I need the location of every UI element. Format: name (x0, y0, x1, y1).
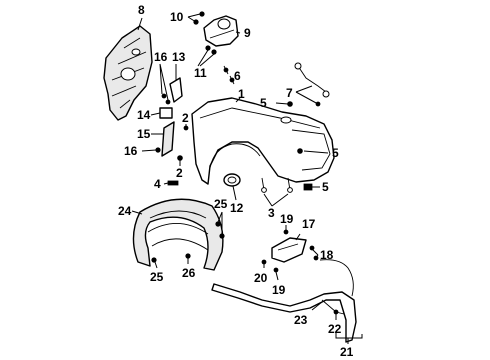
callout-3: 3 (268, 206, 275, 220)
callout-14: 14 (137, 108, 151, 122)
leader-21 (335, 332, 363, 344)
callout-8: 8 (138, 3, 145, 17)
callout-19-upper: 19 (280, 212, 294, 226)
leader-25a (217, 211, 223, 234)
leader-17 (295, 233, 301, 241)
callout-7: 7 (286, 86, 293, 100)
callout-4: 4 (154, 177, 161, 191)
rocker-molding (211, 259, 357, 343)
callout-12: 12 (230, 201, 244, 215)
molding-15 (161, 121, 175, 157)
leader-1 (235, 97, 241, 103)
leader-4 (163, 182, 169, 185)
leader-8 (137, 17, 143, 31)
callout-13: 13 (172, 50, 186, 64)
callout-21: 21 (340, 345, 354, 359)
leader-14 (150, 112, 161, 116)
leader-7 (295, 85, 319, 105)
rivet-16-lower (155, 147, 161, 153)
screw-25 (151, 221, 225, 263)
callout-1: 1 (238, 87, 245, 101)
callout-11: 11 (194, 66, 207, 80)
clip-6 (223, 65, 235, 85)
callout-25-lower: 25 (150, 270, 164, 284)
wheelhouse-liner (132, 198, 224, 271)
callout-18: 18 (320, 248, 334, 262)
callout-5-mid: 5 (332, 146, 339, 160)
callout-23: 23 (294, 313, 308, 327)
bracket-13 (169, 77, 183, 103)
callout-2-upper: 2 (182, 111, 189, 125)
callout-6: 6 (234, 69, 241, 83)
callout-26: 26 (182, 266, 196, 280)
leader-5b (303, 150, 329, 154)
callout-9: 9 (244, 26, 251, 40)
leader-11 (197, 49, 215, 67)
grommet-12 (223, 173, 241, 187)
front-fender (191, 97, 335, 185)
leader-19b (275, 271, 279, 281)
leader-10 (187, 13, 201, 23)
fuel-door (271, 237, 307, 263)
callout-5-lower: 5 (322, 180, 329, 194)
clip-26 (185, 253, 191, 259)
harness-7 (294, 62, 330, 107)
leader-24 (131, 210, 143, 215)
washer-reservoir (203, 15, 239, 47)
callout-16-upper: 16 (154, 50, 168, 64)
fastener-2 (177, 125, 189, 161)
leader-5a (275, 102, 289, 105)
bracket-14 (159, 107, 173, 119)
screw-19 (273, 229, 289, 273)
callout-24: 24 (118, 204, 132, 218)
nut-20 (261, 259, 267, 265)
callout-20: 20 (254, 271, 268, 285)
callout-2-lower: 2 (176, 166, 183, 180)
leader-25b (154, 261, 158, 269)
leader-3 (263, 193, 289, 207)
leader-16-upper (159, 63, 169, 101)
leader-23 (311, 301, 323, 311)
bolt-3 (261, 177, 293, 193)
bolt-11 (205, 45, 217, 55)
callout-16-lower: 16 (124, 144, 138, 158)
screw-10 (193, 11, 205, 25)
callout-15: 15 (137, 127, 151, 141)
screw-18 (309, 245, 319, 261)
leader-18 (311, 248, 319, 259)
inner-fender-shield (103, 25, 153, 121)
leader-16-lower (141, 149, 157, 152)
leader-12 (232, 185, 237, 201)
callout-17: 17 (302, 217, 316, 231)
callout-19-lower: 19 (272, 283, 286, 297)
callout-10: 10 (170, 10, 184, 24)
callout-25-upper: 25 (214, 197, 228, 211)
callout-5-upper: 5 (260, 96, 267, 110)
rivet-16-upper (161, 93, 171, 105)
bolt-4 (167, 180, 179, 186)
leader-9 (235, 31, 241, 34)
callout-22: 22 (328, 322, 342, 336)
bolt-5 (287, 101, 313, 191)
